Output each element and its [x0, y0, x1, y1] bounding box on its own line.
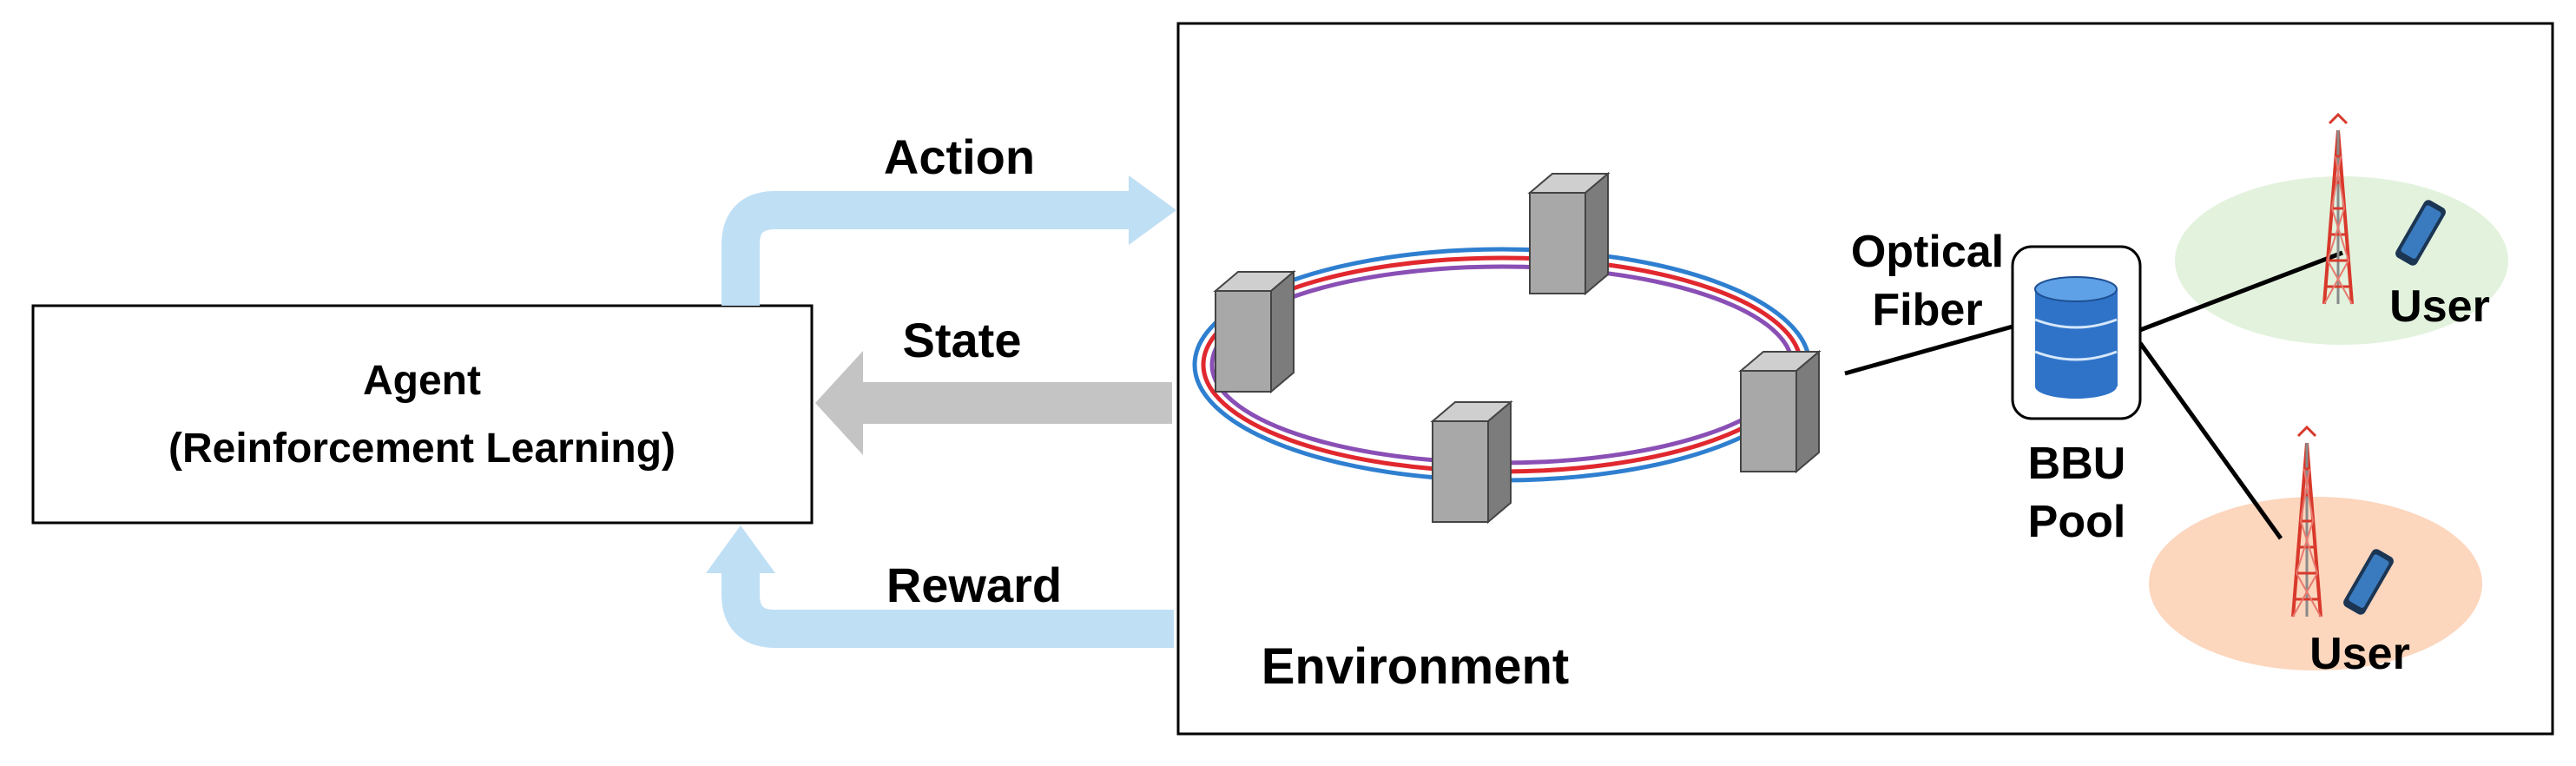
state-arrow [815, 351, 1172, 455]
state-label: State [903, 313, 1022, 367]
agent-title: Agent [363, 358, 481, 404]
ring-node-bottom [1432, 401, 1512, 523]
bbu-label-line1: BBU [2028, 439, 2126, 489]
reward-label: Reward [886, 558, 1062, 612]
action-label: Action [884, 129, 1035, 184]
environment-label: Environment [1262, 638, 1570, 695]
user-cell-bottom [2149, 497, 2482, 670]
bbu-label-line2: Pool [2028, 497, 2126, 547]
ring-node-left [1215, 271, 1295, 393]
ring-node-right [1740, 351, 1820, 472]
agent-box [31, 304, 814, 525]
user-bottom-label: User [2309, 629, 2410, 679]
environment-box [1176, 22, 2554, 736]
optical-fiber-line [1844, 324, 2013, 376]
bbu-link-bottom [2138, 341, 2283, 540]
bbu-pool-icon [2011, 245, 2142, 420]
optical-fiber-label-line1: Optical [1851, 227, 2004, 277]
optical-fiber-label-line2: Fiber [1872, 285, 1982, 335]
action-arrow [721, 175, 1176, 306]
reward-arrow [706, 525, 1174, 648]
bbu-link-top [2139, 250, 2343, 333]
ring-node-top [1529, 173, 1609, 294]
agent-subtitle: (Reinforcement Learning) [168, 426, 675, 472]
user-top-label: User [2389, 281, 2490, 332]
